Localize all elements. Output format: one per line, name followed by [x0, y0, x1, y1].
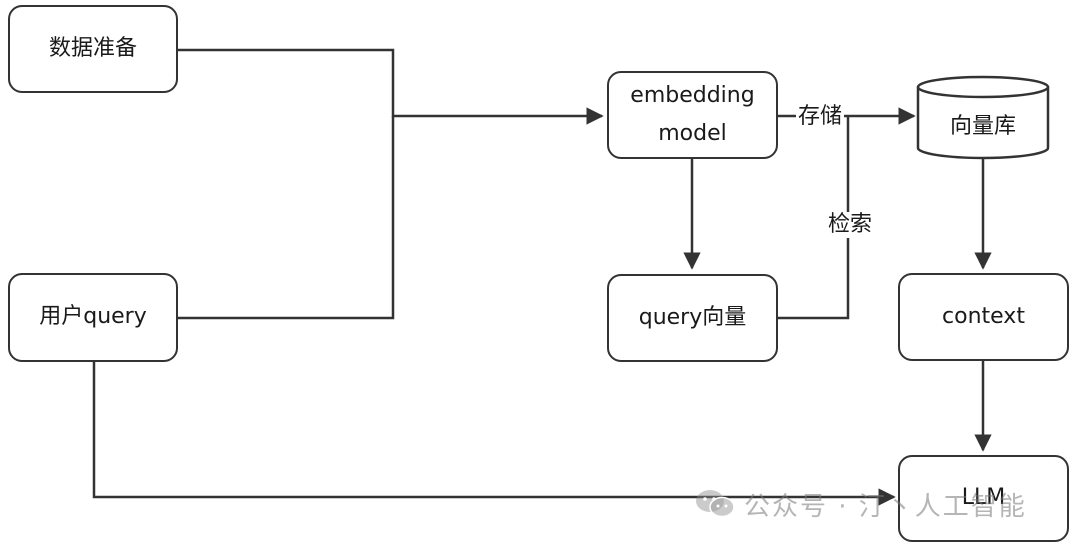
- node-data-prep-label: 数据准备: [48, 35, 137, 61]
- edge-user-query-to-embedding: [178, 116, 395, 320]
- edge-user-query-to-llm: [92, 362, 896, 506]
- node-user-query-label: 用户query: [39, 304, 147, 330]
- node-llm: LLM: [898, 455, 1069, 542]
- node-vector-db-label: 向量库: [949, 114, 1016, 139]
- edge-label-store: 存储: [796, 104, 845, 130]
- node-data-prep: 数据准备: [8, 5, 178, 93]
- node-embedding-model-label: embedding model: [630, 82, 755, 147]
- vector-db-cylinder-shape: [916, 75, 1050, 160]
- node-llm-label: LLM: [961, 485, 1006, 511]
- wechat-icon: [694, 487, 736, 521]
- node-user-query: 用户query: [8, 273, 178, 362]
- watermark-text: 公众号 · 汀丶人工智能: [744, 491, 1027, 522]
- node-context: context: [898, 273, 1069, 361]
- edge-query-vector-to-vector-db: [778, 116, 850, 320]
- watermark: 公众号 · 汀丶人工智能: [694, 484, 1027, 524]
- node-query-vector-label: query向量: [638, 304, 747, 330]
- node-context-label: context: [942, 303, 1025, 329]
- edge-data-prep-to-embedding: [178, 48, 604, 125]
- edge-label-retrieve: 检索: [826, 212, 875, 238]
- node-query-vector: query向量: [607, 274, 778, 362]
- node-embedding-model: embedding model: [607, 71, 778, 159]
